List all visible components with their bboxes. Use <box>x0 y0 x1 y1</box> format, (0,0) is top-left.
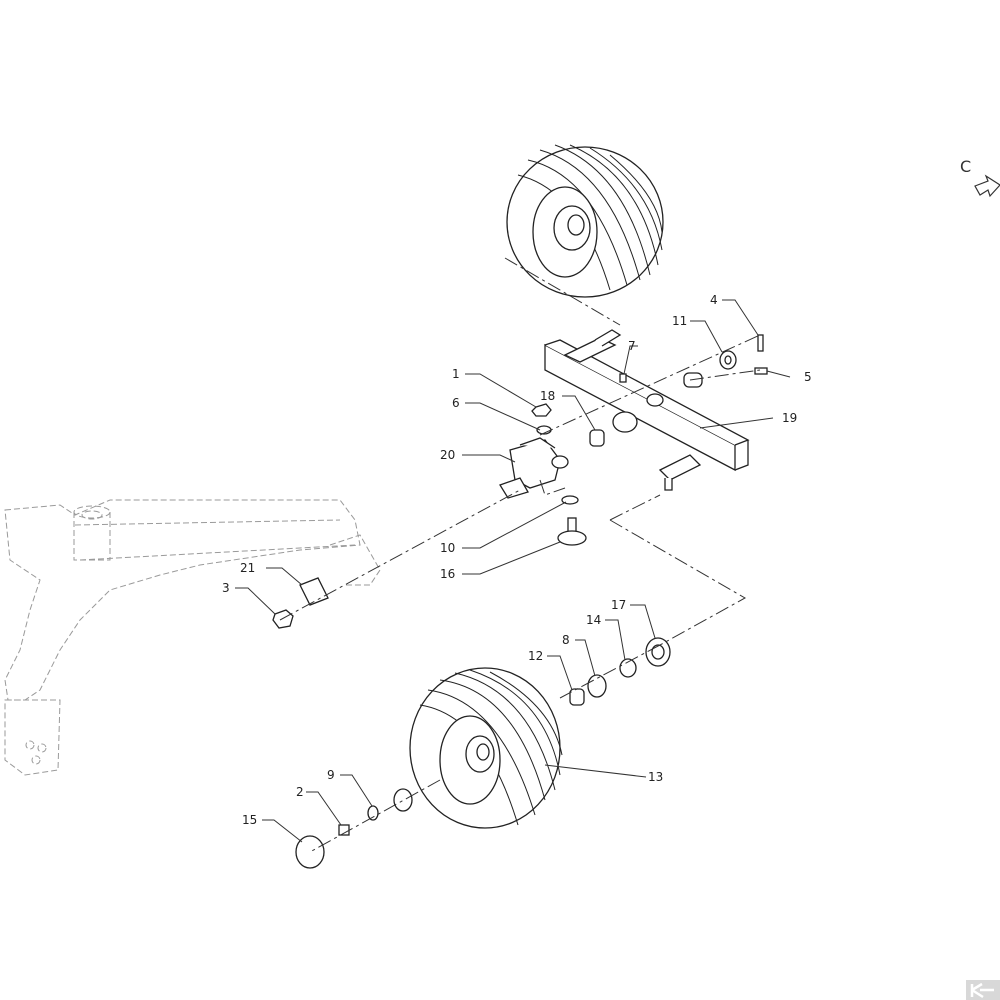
callout-15: 15 <box>242 813 257 827</box>
callout-14: 14 <box>586 613 601 627</box>
brand-logo-icon <box>966 980 1000 1000</box>
callout-16: 16 <box>440 567 455 581</box>
axle-beam <box>544 329 750 491</box>
callout-17: 17 <box>611 598 626 612</box>
view-label: C <box>960 157 971 176</box>
callout-8: 8 <box>562 633 570 647</box>
callout-13: 13 <box>648 770 663 784</box>
callout-7: 7 <box>628 339 636 353</box>
callout-labels: 1 2 3 4 5 6 7 8 9 10 11 12 13 14 15 16 1… <box>222 293 812 827</box>
leader-lines <box>235 299 791 843</box>
callout-21: 21 <box>240 561 255 575</box>
upper-wheel <box>506 144 664 298</box>
callout-10: 10 <box>440 541 455 555</box>
callout-2: 2 <box>296 785 304 799</box>
spindle-bracket <box>499 437 569 499</box>
assembly-lines <box>279 257 761 853</box>
callout-12: 12 <box>528 649 543 663</box>
view-marker: C <box>960 157 1000 198</box>
callout-4: 4 <box>710 293 718 307</box>
view-arrow-icon <box>974 174 1000 198</box>
ghost-frame <box>4 499 381 776</box>
callout-9: 9 <box>327 768 335 782</box>
callout-19: 19 <box>782 411 797 425</box>
callout-11: 11 <box>672 314 687 328</box>
callout-18: 18 <box>540 389 555 403</box>
hardware-parts <box>272 334 768 869</box>
callout-20: 20 <box>440 448 455 462</box>
callout-6: 6 <box>452 396 460 410</box>
callout-3: 3 <box>222 581 230 595</box>
callout-1: 1 <box>452 367 460 381</box>
callout-5: 5 <box>804 370 812 384</box>
lower-wheel <box>409 667 563 829</box>
